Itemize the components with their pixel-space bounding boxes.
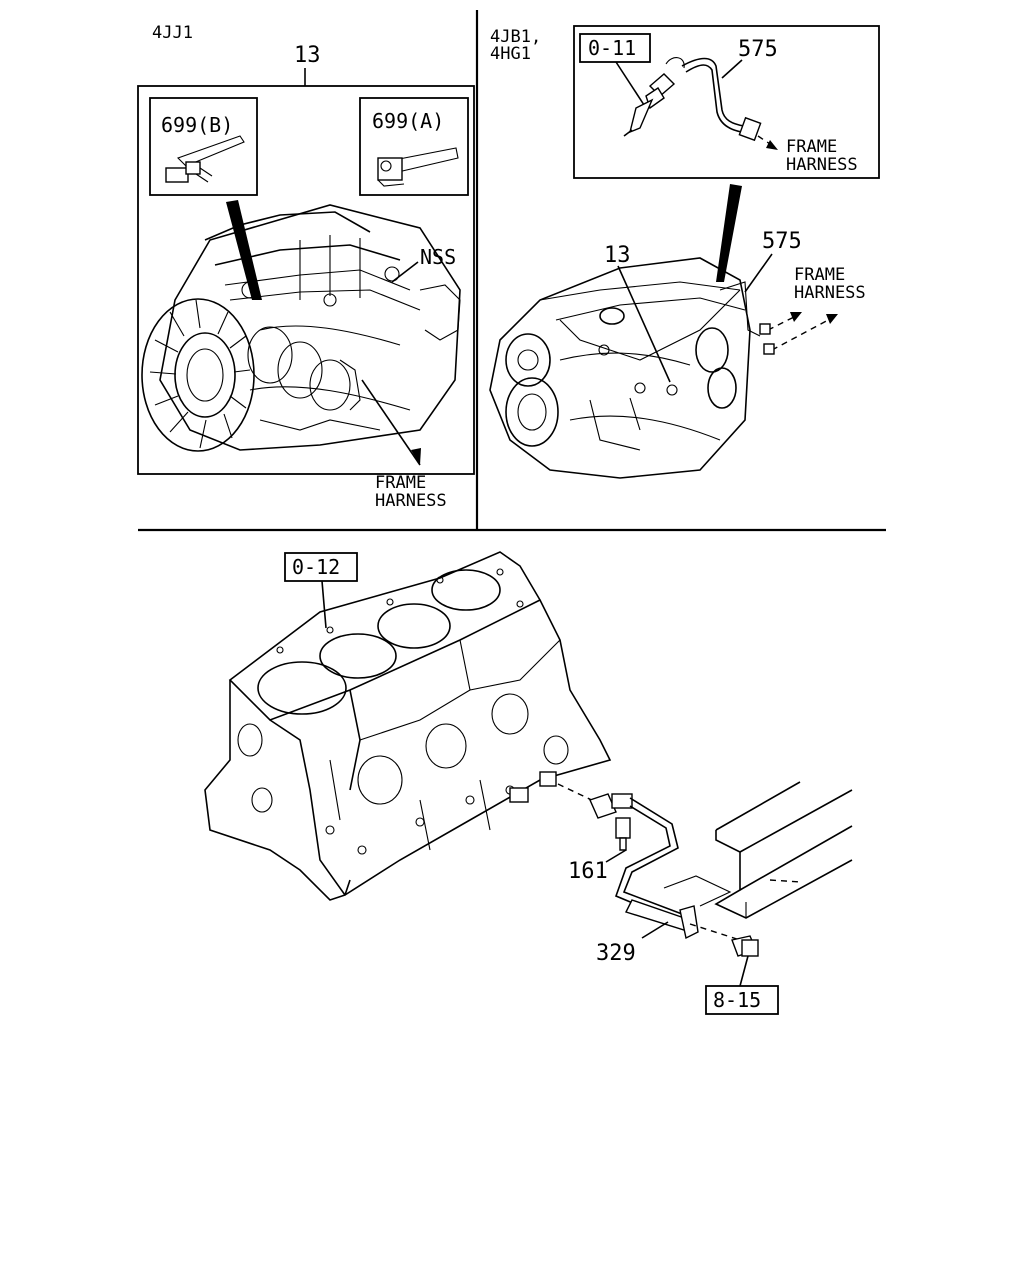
callout-329: 329 [596, 941, 636, 966]
detail-pointer [226, 200, 262, 300]
section-4jj1: 4JJ1 13 699(B) 699(A) [137, 23, 475, 511]
inset-pointer [716, 184, 742, 282]
callout-575-main: 575 [762, 229, 802, 254]
frame-harness-arrow-left [411, 448, 421, 465]
section-cylinder-block: 0-12 [204, 551, 853, 1015]
connector-icon [738, 116, 762, 142]
sensor-bracket-illustration [589, 793, 732, 940]
callout-nss: NSS [420, 245, 456, 269]
callout-13-right: 13 [604, 243, 631, 268]
frame-harness-label-left-2: HARNESS [375, 491, 447, 511]
section-4jb1-4hg1: 4JB1, 4HG1 0-11 575 FRAME HARNESS [489, 25, 880, 479]
frame-rail-illustration [714, 781, 853, 919]
glow-plug-icon [623, 57, 685, 137]
ref-label-0-11: 0-11 [588, 36, 636, 60]
ref-label-8-15: 8-15 [713, 988, 761, 1012]
frame-harness-label-right-2: HARNESS [794, 283, 866, 303]
frame-harness-inset-2: HARNESS [786, 155, 858, 175]
engine-4jb1-illustration [489, 257, 761, 479]
ref-box-0-12 [284, 552, 358, 582]
clip-b-icon [165, 135, 245, 183]
frame-harness-arrow-right-1 [790, 312, 802, 322]
engine-4jj1-illustration [141, 204, 461, 452]
model-label-4hg1: 4HG1 [490, 44, 531, 64]
frame-harness-inset-1: FRAME [786, 137, 837, 157]
clip-a-icon [377, 147, 459, 187]
cylinder-block-illustration [204, 551, 612, 901]
model-label-4jj1: 4JJ1 [152, 23, 193, 43]
ref-box-8-15 [705, 985, 779, 1015]
frame-harness-arrow-right-2 [826, 314, 838, 324]
bolt-8-15-icon [731, 935, 759, 957]
frame-harness-label-right-1: FRAME [794, 265, 845, 285]
detail-label-699a: 699(A) [372, 109, 444, 133]
detail-label-699b: 699(B) [161, 113, 233, 137]
frame-harness-label-left-1: FRAME [375, 473, 426, 493]
cable-575-inset [681, 57, 745, 127]
model-label-4jb1: 4JB1, [490, 27, 541, 47]
ref-box-0-11 [579, 33, 651, 63]
callout-161: 161 [568, 859, 608, 884]
bolt-161-icon [615, 817, 631, 851]
callout-575-inset: 575 [738, 37, 778, 62]
ref-label-0-12: 0-12 [292, 555, 340, 579]
callout-13-left: 13 [294, 43, 321, 68]
